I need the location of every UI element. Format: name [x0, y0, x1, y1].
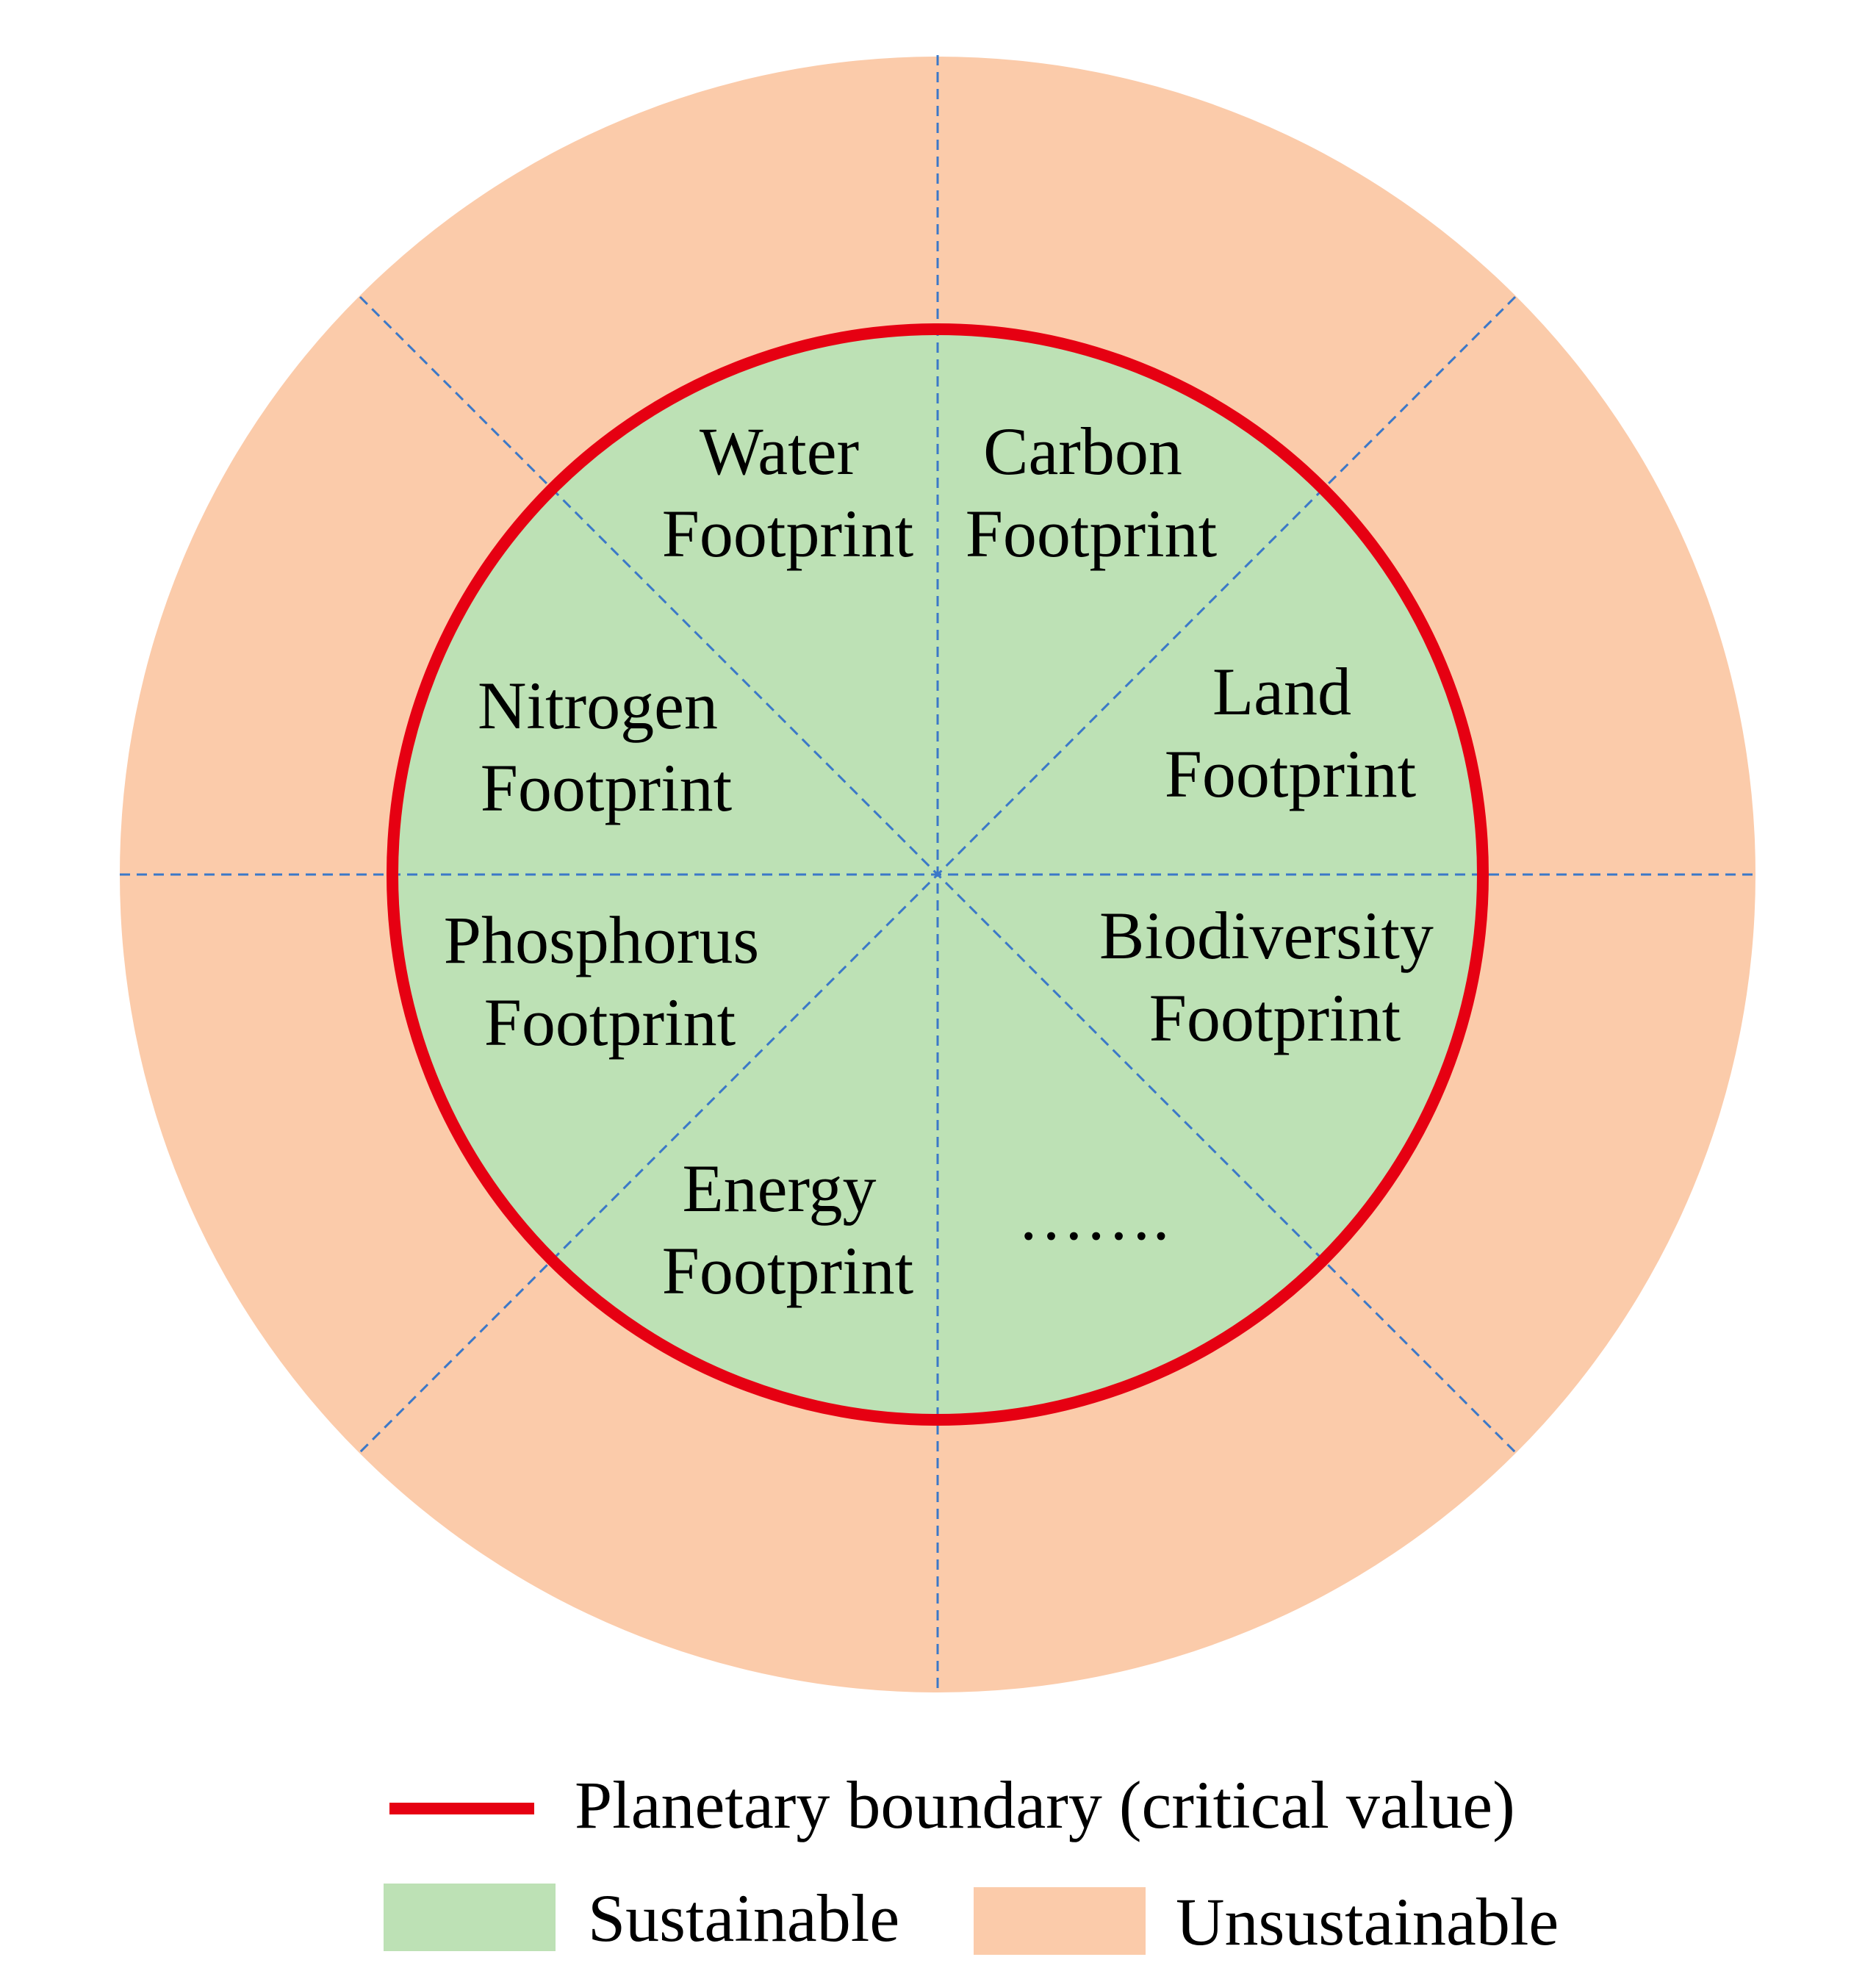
carbon-label-line2: Footprint — [966, 496, 1218, 571]
phosphorus-label-line1: Phosphorus — [444, 902, 759, 977]
legend-unsustainable-swatch — [974, 1887, 1146, 1955]
sector-label-nitrogen: Nitrogen Footprint — [478, 668, 735, 825]
legend-unsustainable-label: Unsustainable — [1176, 1884, 1559, 1959]
energy-label-line1: Energy — [682, 1151, 876, 1226]
legend-sustainable-swatch — [384, 1884, 556, 1951]
water-label-line2: Footprint — [662, 496, 914, 571]
sector-label-energy: Energy Footprint — [662, 1151, 914, 1308]
nitrogen-label-line2: Footprint — [481, 750, 733, 825]
nitrogen-label-line1: Nitrogen — [478, 668, 718, 743]
sector-label-carbon: Carbon Footprint — [966, 414, 1218, 571]
carbon-label-line1: Carbon — [983, 414, 1182, 489]
sector-label-phosphorus: Phosphorus Footprint — [444, 902, 776, 1060]
sector-label-more: ……. — [1018, 1179, 1170, 1254]
sector-label-biodiversity: Biodiversity Footprint — [1099, 898, 1451, 1055]
legend-sustainable-label: Sustainable — [588, 1881, 899, 1956]
biodiversity-label-line1: Biodiversity — [1099, 898, 1434, 973]
biodiversity-label-line2: Footprint — [1149, 980, 1401, 1055]
energy-label-line2: Footprint — [662, 1233, 914, 1308]
legend-boundary-label: Planetary boundary (critical value) — [575, 1767, 1515, 1842]
phosphorus-label-line2: Footprint — [484, 985, 736, 1060]
sector-label-water: Water Footprint — [662, 414, 914, 571]
sector-label-land: Land Footprint — [1165, 654, 1417, 811]
land-label-line1: Land — [1212, 654, 1351, 729]
water-label-line1: Water — [700, 414, 859, 489]
land-label-line2: Footprint — [1165, 736, 1417, 811]
legend: Planetary boundary (critical value) Sust… — [384, 1767, 1559, 1959]
planetary-boundary-circle — [387, 323, 1489, 1426]
